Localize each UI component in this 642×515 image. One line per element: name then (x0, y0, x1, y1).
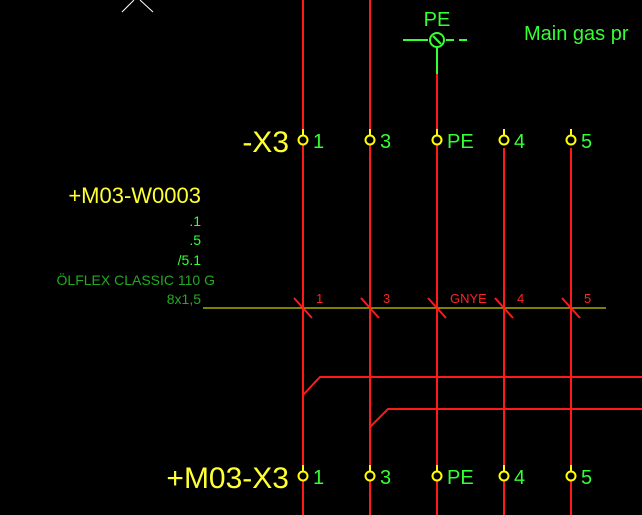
core-cross-mark-icon (561, 297, 581, 319)
terminal-label: 1 (313, 467, 324, 489)
core-label: 1 (316, 291, 323, 306)
bottom-terminal-4: 4 (498, 465, 525, 489)
core-cross-mark-icon (293, 297, 313, 319)
core-label: 3 (383, 291, 390, 306)
terminal-connection-icon (431, 470, 443, 482)
bottom-terminal-5: 5 (565, 465, 592, 489)
terminal-connection-icon (364, 470, 376, 482)
cable-core-gnye: GNYE (427, 291, 487, 319)
top-terminal-1: 1 (297, 129, 324, 153)
terminal-label: PE (447, 131, 474, 153)
bottom-terminal-pe: PE (431, 465, 474, 489)
top-terminal-3: 3 (364, 129, 391, 153)
terminal-label: 3 (380, 131, 391, 153)
terminal-connection-icon (431, 134, 443, 146)
terminal-connection-icon (498, 470, 510, 482)
terminal-label: 5 (581, 131, 592, 153)
pe-symbol: PE (403, 9, 467, 74)
terminal-connection-icon (297, 134, 309, 146)
terminal-strip-top-tag: -X3 (242, 126, 289, 159)
annotation-text: Main gas pr (524, 23, 629, 45)
core-label: GNYE (450, 291, 487, 306)
terminal-label: 5 (581, 467, 592, 489)
cable-detail-3: /5.1 (178, 252, 202, 268)
terminal-label: 3 (380, 467, 391, 489)
core-cross-mark-icon (427, 297, 447, 319)
cable-detail-2: .5 (189, 232, 201, 248)
core-label: 5 (584, 291, 591, 306)
ground-terminal-icon (403, 32, 467, 74)
bottom-terminal-3: 3 (364, 465, 391, 489)
terminal-connection-icon (565, 134, 577, 146)
bottom-terminal-1: 1 (297, 465, 324, 489)
pe-symbol-label: PE (424, 9, 451, 31)
cable-core-4: 4 (494, 291, 524, 319)
cable-designation: +M03-W0003 .1 .5 /5.1 ÖLFLEX CLASSIC 110… (57, 183, 606, 319)
cable-core-1: 1 (293, 291, 323, 319)
top-terminal-pe: PE (431, 129, 474, 153)
terminal-strip-bottom-tag: +M03-X3 (166, 462, 289, 495)
terminal-connection-icon (297, 470, 309, 482)
top-terminal-5: 5 (565, 129, 592, 153)
cable-core-5: 5 (561, 291, 591, 319)
terminal-connection-icon (565, 470, 577, 482)
top-terminal-4: 4 (498, 129, 525, 153)
terminal-strip-top: -X3 1 3 PE 4 5 (242, 126, 592, 159)
cable-detail-1: .1 (189, 213, 201, 229)
core-cross-mark-icon (360, 297, 380, 319)
cable-core-3: 3 (360, 291, 390, 319)
terminal-label: 4 (514, 131, 525, 153)
cable-detail-5: 8x1,5 (167, 291, 201, 307)
terminal-connection-icon (364, 134, 376, 146)
terminal-connection-icon (498, 134, 510, 146)
core-label: 4 (517, 291, 524, 306)
wire-branch-lower (369, 408, 642, 428)
wires-group (302, 0, 642, 515)
wire-branch-upper (302, 376, 642, 396)
terminal-strip-bottom: +M03-X3 1 3 PE 4 5 (166, 462, 592, 495)
corner-mark-icon (121, 0, 154, 13)
cable-detail-4: ÖLFLEX CLASSIC 110 G (57, 271, 215, 288)
terminal-label: 1 (313, 131, 324, 153)
terminal-label: 4 (514, 467, 525, 489)
cable-tag: +M03-W0003 (68, 183, 201, 208)
terminal-label: PE (447, 467, 474, 489)
core-cross-mark-icon (494, 297, 514, 319)
